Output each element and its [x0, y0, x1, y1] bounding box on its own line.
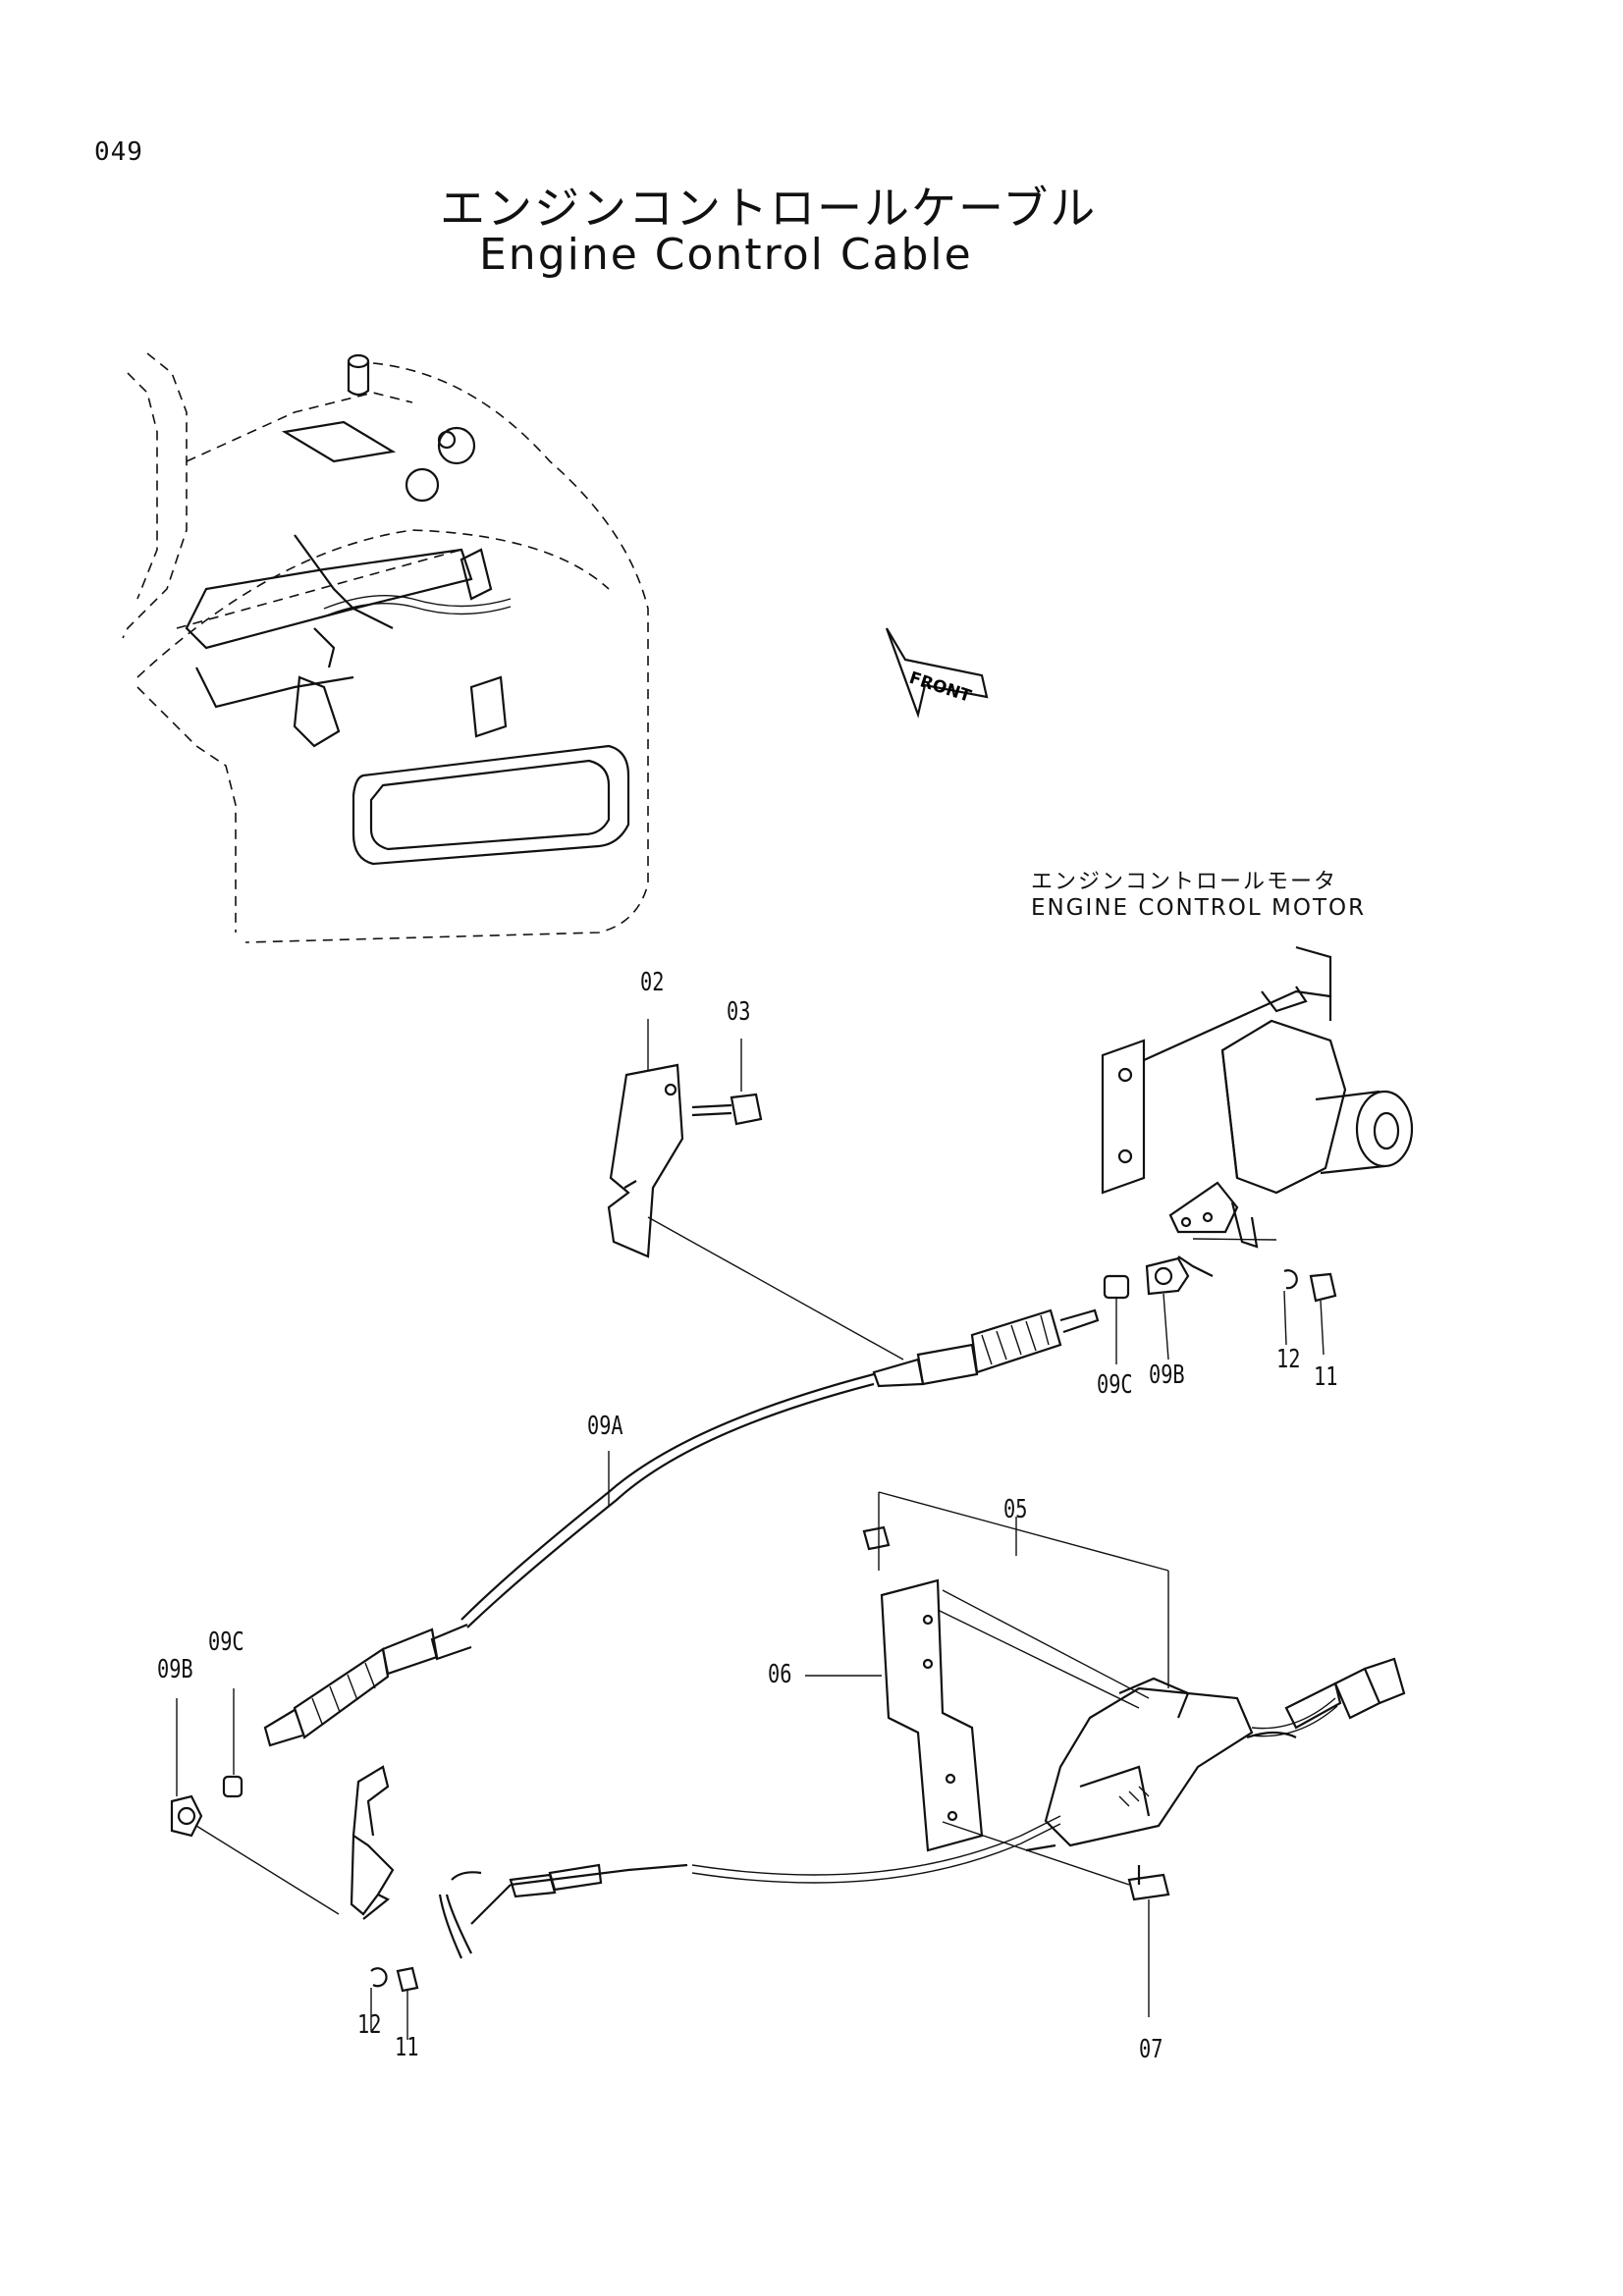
cable-end-parts-left: [170, 1688, 419, 2040]
cable-end-parts-right: [1103, 1238, 1337, 1364]
part-label-12-right: 12: [1276, 1345, 1301, 1374]
front-label: FRONT: [906, 668, 973, 707]
page-number: 049: [94, 137, 143, 167]
part-label-07: 07: [1139, 2035, 1163, 2064]
machine-overview-illustration: [122, 352, 649, 943]
part-label-09a: 09A: [587, 1412, 623, 1441]
part-label-09c-left: 09C: [208, 1628, 244, 1657]
bracket-02: [607, 1019, 684, 1258]
motor-label-english: ENGINE CONTROL MOTOR: [1031, 895, 1367, 921]
part-label-05: 05: [1003, 1495, 1028, 1524]
part-label-11-right: 11: [1314, 1362, 1338, 1392]
bolt-03: [691, 1039, 763, 1126]
actuator-assembly: [805, 1491, 1406, 2017]
part-label-11-left: 11: [395, 2033, 419, 2062]
part-label-03: 03: [727, 997, 751, 1027]
engine-control-motor: [1101, 945, 1414, 1249]
part-label-12-left: 12: [357, 2010, 382, 2040]
part-label-06: 06: [768, 1660, 792, 1689]
part-label-09b-right: 09B: [1149, 1361, 1185, 1390]
title-english: Engine Control Cable: [479, 230, 973, 280]
cable-09a: [263, 1308, 1100, 1747]
part-label-09c-right: 09C: [1097, 1370, 1133, 1400]
accelerator-cable: [438, 1815, 1061, 1959]
motor-label-japanese: エンジンコントロールモータ: [1031, 870, 1338, 894]
part-label-02: 02: [640, 968, 665, 997]
part-label-09b-left: 09B: [157, 1655, 193, 1684]
front-direction-arrow: FRONT: [885, 627, 989, 719]
leader-02-cable: [647, 1216, 904, 1361]
title-japanese: エンジンコントロールケーブル: [440, 182, 1098, 235]
